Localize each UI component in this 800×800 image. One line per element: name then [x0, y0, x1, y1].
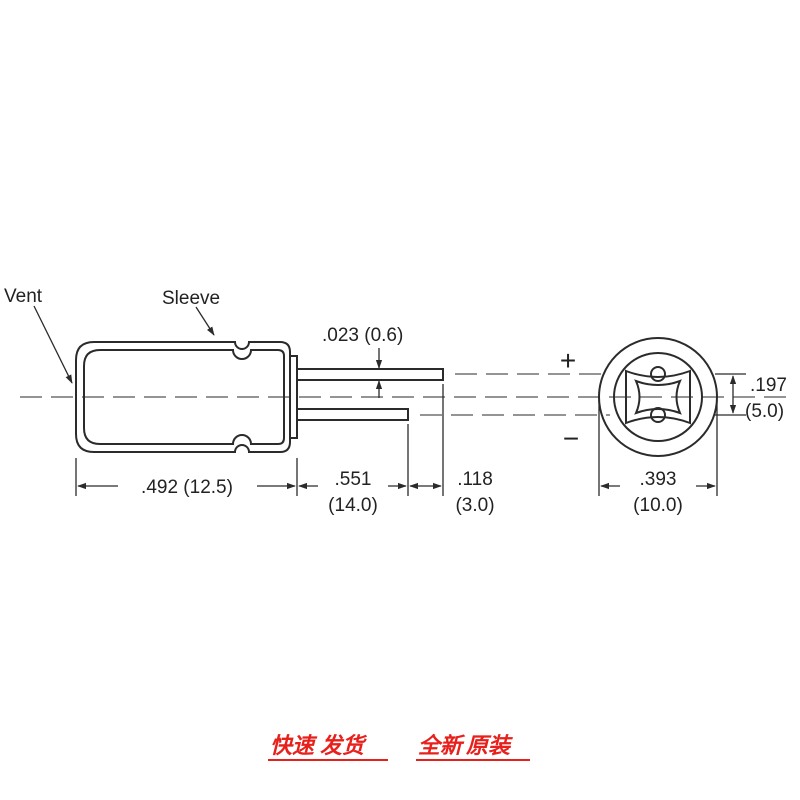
seal-end	[289, 355, 298, 439]
long-lead	[296, 368, 444, 381]
leads	[296, 368, 444, 421]
badge-original-text: 原装	[465, 734, 513, 759]
end-view	[598, 337, 718, 457]
lead-length-mm: (14.0)	[328, 495, 378, 516]
extension-lines	[75, 384, 444, 496]
lead-diameter-label: .023 (0.6)	[322, 325, 403, 346]
lead-spacing-mm: (5.0)	[745, 401, 784, 422]
diameter-mm: (10.0)	[633, 495, 683, 516]
badge-fast-shipping: 快速 发货	[268, 733, 388, 761]
badge-genuine-new: 全新 原装	[416, 733, 530, 761]
vent-label: Vent	[4, 286, 43, 307]
diameter-inch: .393	[640, 469, 677, 490]
sleeve-leader	[195, 306, 215, 336]
body-length-label: .492 (12.5)	[141, 477, 233, 498]
short-lead	[296, 408, 409, 421]
negative-sign: −	[563, 423, 579, 454]
seal-inner	[634, 379, 682, 415]
positive-sign: +	[560, 345, 576, 376]
rubber-seal	[625, 369, 691, 425]
positive-terminal	[650, 366, 666, 382]
lead-offset-inch: .118	[457, 469, 493, 490]
sleeve-label: Sleeve	[162, 288, 220, 309]
negative-terminal	[650, 407, 666, 423]
lead-length-inch: .551	[335, 469, 372, 490]
vent-leader	[33, 305, 73, 384]
lead-spacing-inch: .197	[750, 375, 787, 396]
lead-offset-mm: (3.0)	[455, 495, 494, 516]
badge-ship-text: 发货	[320, 733, 368, 759]
badge-fast-text: 快速	[270, 734, 318, 759]
capacitor-body	[75, 341, 298, 453]
badge-new-text: 全新	[418, 733, 466, 759]
